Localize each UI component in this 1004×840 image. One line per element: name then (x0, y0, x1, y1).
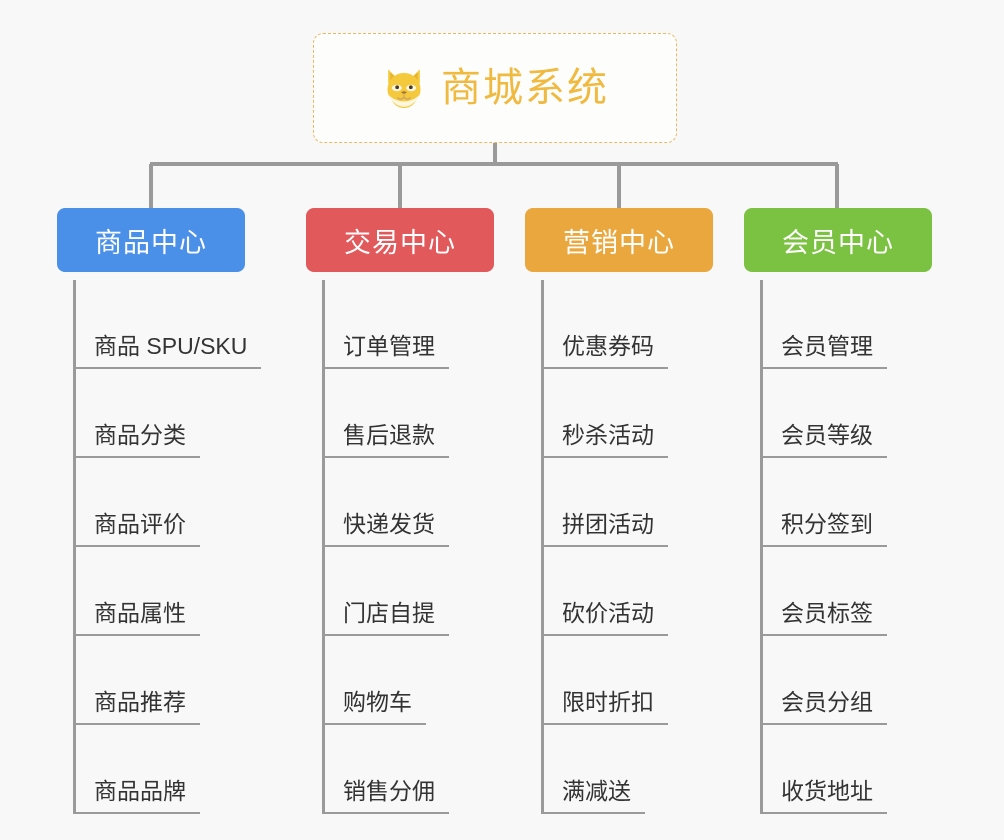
branch-column-2: 营销中心 优惠券码 秒杀活动 拼团活动 砍价活动 限时折扣 满减送 (525, 208, 713, 814)
list-item[interactable]: 商品 SPU/SKU (74, 280, 262, 369)
list-item-label: 商品属性 (74, 600, 200, 636)
list-item-label: 销售分佣 (323, 778, 449, 814)
branch-header-3[interactable]: 会员中心 (744, 208, 932, 272)
list-item-label: 商品 SPU/SKU (74, 333, 262, 369)
branch-header-label: 商品中心 (95, 227, 207, 258)
list-item-label: 限时折扣 (542, 689, 668, 725)
list-item-label: 会员等级 (761, 422, 887, 458)
list-item[interactable]: 订单管理 (323, 280, 494, 369)
branch-spine (73, 280, 76, 814)
list-item[interactable]: 拼团活动 (542, 458, 713, 547)
root-title: 商城系统 (441, 66, 609, 110)
branch-header-label: 营销中心 (563, 227, 675, 258)
list-item[interactable]: 商品品牌 (74, 725, 245, 814)
branch-header-0[interactable]: 商品中心 (57, 208, 245, 272)
list-item-label: 积分签到 (761, 511, 887, 547)
list-item-label: 商品推荐 (74, 689, 200, 725)
list-item[interactable]: 销售分佣 (323, 725, 494, 814)
shiba-dog-icon (381, 65, 427, 111)
list-item-label: 商品品牌 (74, 778, 200, 814)
list-item[interactable]: 会员标签 (761, 547, 932, 636)
list-item[interactable]: 会员等级 (761, 369, 932, 458)
list-item[interactable]: 商品属性 (74, 547, 245, 636)
list-item-label: 订单管理 (323, 333, 449, 369)
list-item[interactable]: 商品推荐 (74, 636, 245, 725)
list-item-label: 商品分类 (74, 422, 200, 458)
branch-items-2: 优惠券码 秒杀活动 拼团活动 砍价活动 限时折扣 满减送 (525, 280, 713, 814)
list-item[interactable]: 购物车 (323, 636, 494, 725)
list-item[interactable]: 快递发货 (323, 458, 494, 547)
list-item[interactable]: 商品评价 (74, 458, 245, 547)
list-item[interactable]: 积分签到 (761, 458, 932, 547)
branch-header-1[interactable]: 交易中心 (306, 208, 494, 272)
branch-spine (760, 280, 763, 814)
list-item-label: 门店自提 (323, 600, 449, 636)
list-item-label: 满减送 (542, 778, 645, 814)
list-item[interactable]: 会员管理 (761, 280, 932, 369)
branch-spine (322, 280, 325, 814)
list-item-label: 收货地址 (761, 778, 887, 814)
branch-header-label: 会员中心 (782, 227, 894, 258)
list-item-label: 优惠券码 (542, 333, 668, 369)
list-item-label: 会员标签 (761, 600, 887, 636)
list-item-label: 购物车 (323, 689, 426, 725)
list-item[interactable]: 售后退款 (323, 369, 494, 458)
list-item[interactable]: 秒杀活动 (542, 369, 713, 458)
branch-column-0: 商品中心 商品 SPU/SKU 商品分类 商品评价 商品属性 商品推荐 商品品牌 (57, 208, 262, 814)
list-item[interactable]: 砍价活动 (542, 547, 713, 636)
list-item[interactable]: 优惠券码 (542, 280, 713, 369)
list-item[interactable]: 会员分组 (761, 636, 932, 725)
list-item-label: 拼团活动 (542, 511, 668, 547)
list-item[interactable]: 收货地址 (761, 725, 932, 814)
list-item-label: 会员管理 (761, 333, 887, 369)
branch-spine (541, 280, 544, 814)
list-item-label: 砍价活动 (542, 600, 668, 636)
list-item-label: 快递发货 (323, 511, 449, 547)
branch-items-1: 订单管理 售后退款 快递发货 门店自提 购物车 销售分佣 (306, 280, 494, 814)
list-item[interactable]: 门店自提 (323, 547, 494, 636)
list-item[interactable]: 商品分类 (74, 369, 245, 458)
list-item-label: 售后退款 (323, 422, 449, 458)
branch-header-label: 交易中心 (344, 227, 456, 258)
list-item-label: 会员分组 (761, 689, 887, 725)
list-item[interactable]: 限时折扣 (542, 636, 713, 725)
root-node[interactable]: 商城系统 (313, 33, 677, 143)
branch-items-3: 会员管理 会员等级 积分签到 会员标签 会员分组 收货地址 (744, 280, 932, 814)
branch-column-1: 交易中心 订单管理 售后退款 快递发货 门店自提 购物车 销售分佣 (306, 208, 494, 814)
list-item-label: 商品评价 (74, 511, 200, 547)
list-item[interactable]: 满减送 (542, 725, 713, 814)
list-item-label: 秒杀活动 (542, 422, 668, 458)
branch-header-2[interactable]: 营销中心 (525, 208, 713, 272)
branch-column-3: 会员中心 会员管理 会员等级 积分签到 会员标签 会员分组 收货地址 (744, 208, 932, 814)
branch-items-0: 商品 SPU/SKU 商品分类 商品评价 商品属性 商品推荐 商品品牌 (57, 280, 262, 814)
